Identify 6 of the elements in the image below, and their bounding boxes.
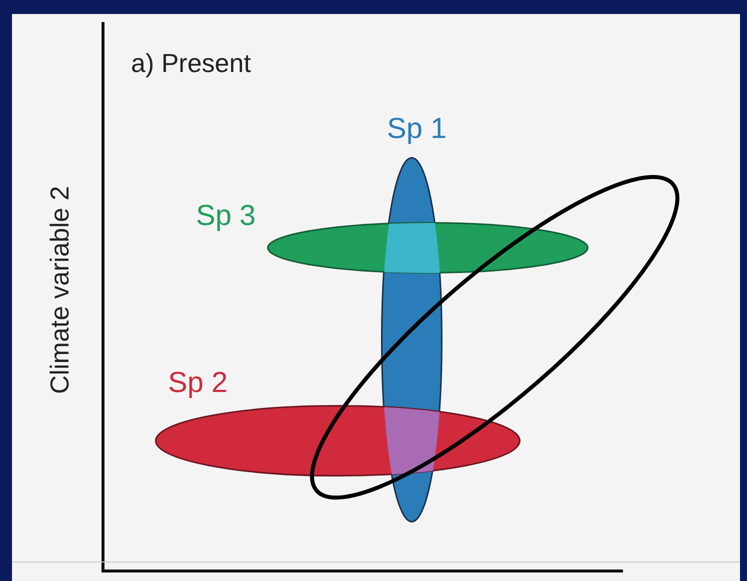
species-label: Sp 2 (168, 367, 228, 400)
species-label: Sp 1 (387, 113, 447, 146)
species-label: Sp 3 (196, 200, 256, 233)
panel-title: a) Present (131, 48, 251, 79)
axis-label: Climate variable 2 (44, 186, 76, 394)
climate-space-ellipse (310, 174, 680, 500)
